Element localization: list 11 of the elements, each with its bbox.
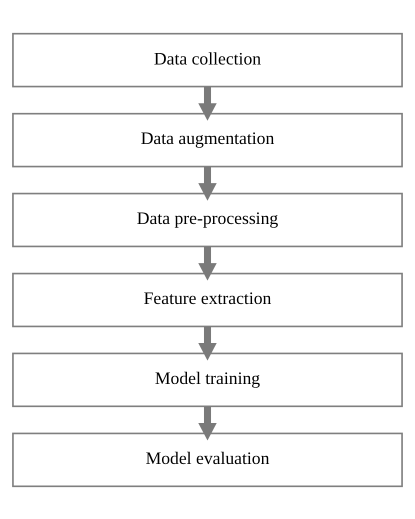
node-box: Data augmentation [12,112,403,167]
node-box: Model training [12,352,403,407]
node-box: Feature extraction [12,272,403,327]
arrow [198,246,217,280]
arrow [198,166,217,200]
node-box: Data collection [12,32,403,87]
arrow [198,86,217,120]
arrow [198,406,217,440]
node-box: Data pre-processing [12,192,403,247]
node-box: Model evaluation [12,432,403,487]
arrow [198,326,217,360]
